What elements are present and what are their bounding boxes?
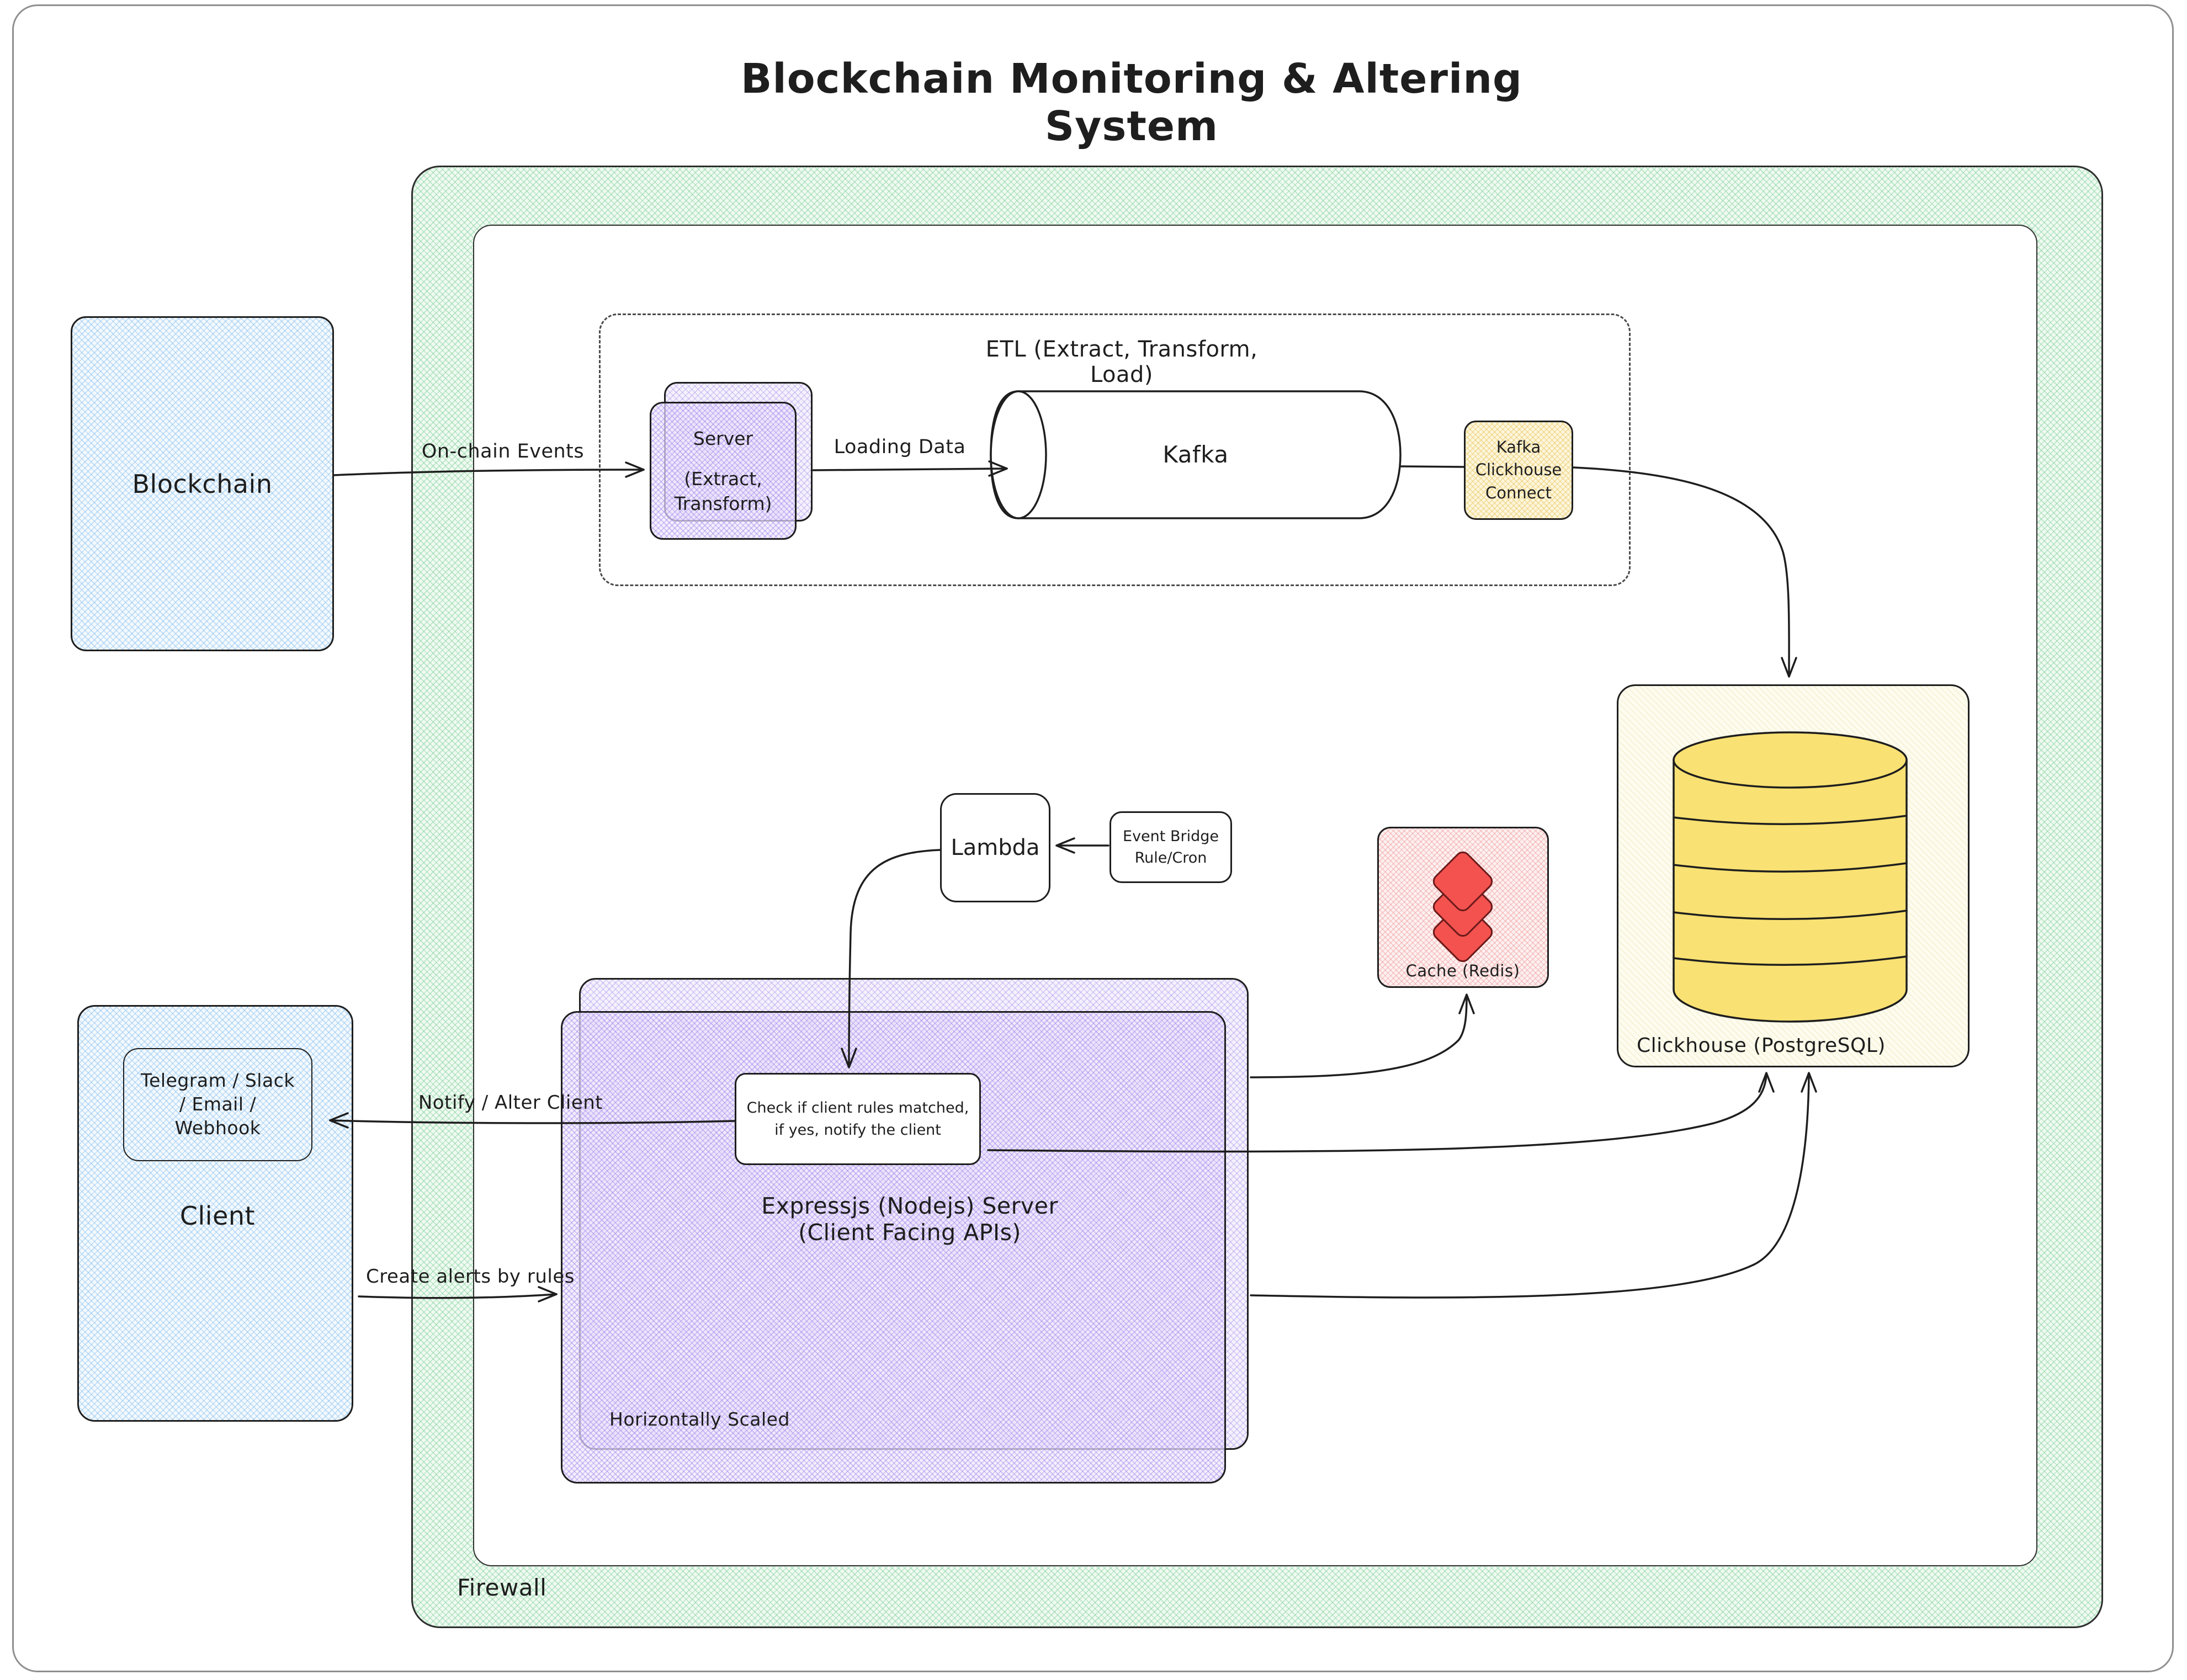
- lambda-label: Lambda: [951, 835, 1040, 860]
- create-alerts-label: Create alerts by rules: [366, 1266, 575, 1288]
- loading-data-label: Loading Data: [834, 436, 966, 458]
- express-title-line1: Expressjs (Nodejs) Server: [761, 1193, 1058, 1219]
- connect-label-line2: Clickhouse: [1475, 460, 1562, 480]
- client-channels-label: Telegram / Slack / Email / Webhook: [141, 1070, 295, 1139]
- check-rules-line2: if yes, notify the client: [774, 1121, 941, 1139]
- blockchain-label: Blockchain: [132, 469, 273, 499]
- server-label-line2: (Extract,: [684, 467, 762, 490]
- etl-label: ETL (Extract, Transform, Load): [985, 337, 1258, 387]
- express-title-line2: (Client Facing APIs): [798, 1219, 1021, 1246]
- connect-label-line3: Connect: [1485, 483, 1552, 502]
- server-label-line1: Server: [693, 427, 753, 449]
- clickhouse-label: Clickhouse (PostgreSQL): [1637, 1034, 1886, 1057]
- server-label-line3: Transform): [674, 492, 772, 514]
- connect-label-line1: Kafka: [1496, 438, 1541, 457]
- event-bridge-label-line1: Event Bridge: [1123, 827, 1219, 845]
- express-server-title: Expressjs (Nodejs) Server (Client Facing…: [689, 1193, 1130, 1246]
- outer-border: [12, 4, 2174, 1672]
- blockchain-box: Blockchain: [71, 316, 334, 651]
- server-box: Server (Extract, Transform): [650, 402, 797, 540]
- check-rules-box: Check if client rules matched, if yes, n…: [735, 1073, 981, 1165]
- kafka-label: Kafka: [1162, 441, 1229, 468]
- event-bridge-label-line2: Rule/Cron: [1134, 849, 1207, 866]
- firewall-label: Firewall: [457, 1574, 547, 1601]
- horizontally-scaled-label: Horizontally Scaled: [609, 1408, 790, 1430]
- kafka-clickhouse-connect-box: Kafka Clickhouse Connect: [1464, 421, 1573, 520]
- notify-alter-client-label: Notify / Alter Client: [418, 1092, 603, 1114]
- client-box: [77, 1005, 353, 1422]
- client-channels-box: Telegram / Slack / Email / Webhook: [123, 1048, 312, 1161]
- event-bridge-box: Event Bridge Rule/Cron: [1110, 811, 1232, 883]
- cache-label: Cache (Redis): [1405, 961, 1520, 980]
- clickhouse-box: [1617, 684, 1970, 1067]
- client-label: Client: [179, 1201, 256, 1231]
- page-title: Blockchain Monitoring & Altering System: [741, 55, 1522, 150]
- on-chain-events-label: On-chain Events: [421, 440, 585, 462]
- check-rules-line1: Check if client rules matched,: [746, 1099, 969, 1117]
- lambda-box: Lambda: [940, 793, 1050, 902]
